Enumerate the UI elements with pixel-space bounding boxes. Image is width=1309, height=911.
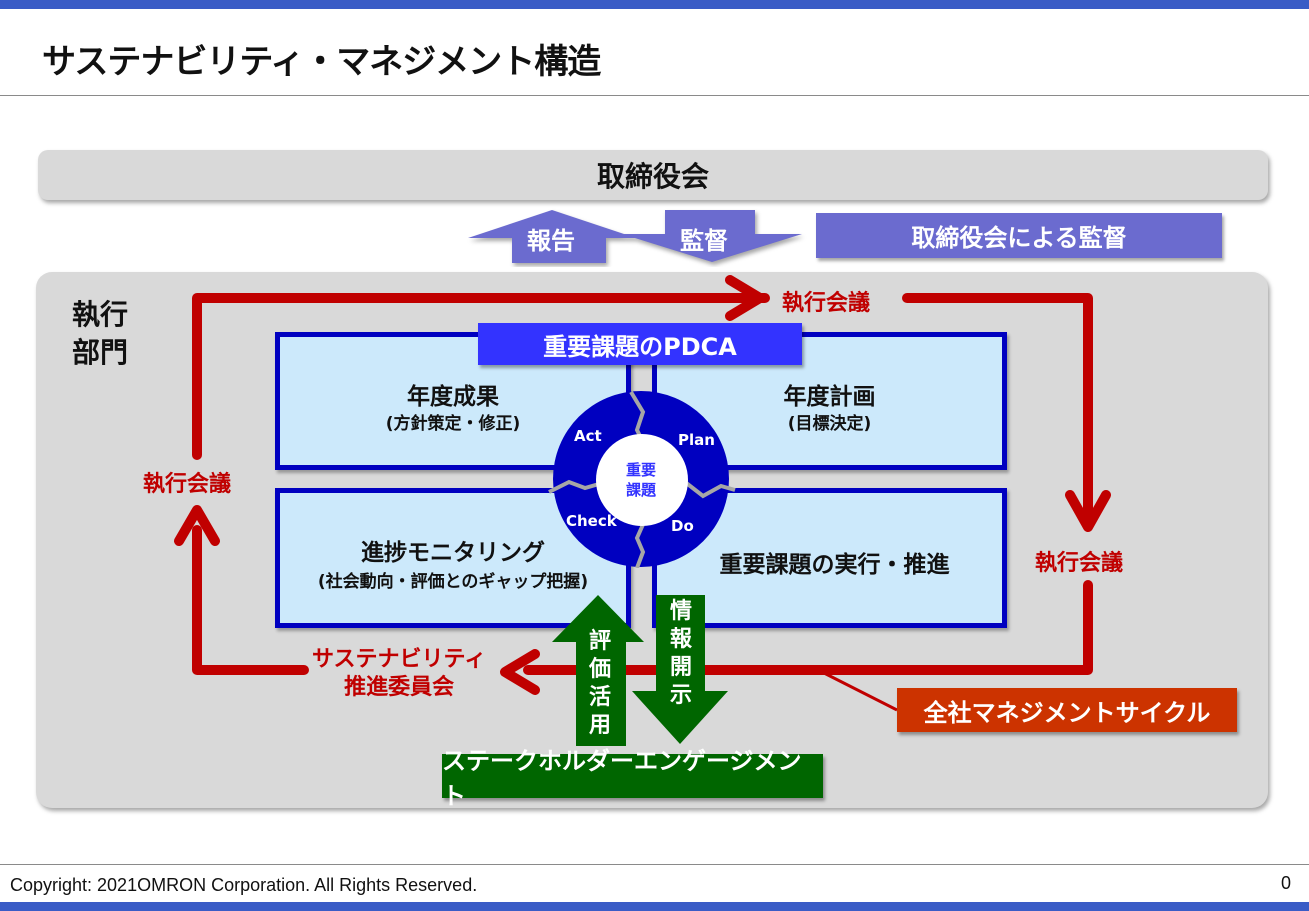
execution-label-line1: 執行: [72, 298, 129, 331]
cycle-line-top-right: [902, 293, 1093, 530]
eval-char-2: 価: [588, 657, 611, 682]
sustainability-committee-label: サステナビリティ 推進委員会: [312, 646, 486, 702]
cycle-line-bottom-right: [523, 580, 1093, 675]
wheel-do-label: Do: [671, 517, 694, 535]
evaluation-use-label: 評 価 活 用: [585, 628, 615, 740]
execution-division-label: 執行 部門: [72, 296, 142, 372]
report-label: 報告: [527, 227, 575, 255]
committee-line1: サステナビリティ: [312, 647, 487, 672]
check-title: 進捗モニタリング: [361, 540, 545, 566]
arrow-down-icon: [1065, 490, 1111, 532]
wheel-divider-left: [548, 479, 600, 494]
top-accent-bar: [0, 0, 1309, 9]
pdca-header-label: 重要課題のPDCA: [543, 332, 737, 361]
cycle-label-connector: [821, 670, 898, 712]
wheel-divider-right: [683, 480, 736, 499]
wheel-divider-bottom: [634, 519, 647, 568]
cycle-line-bottom-left: [192, 525, 309, 675]
stakeholder-engagement-box: ステークホルダーエンゲージメント: [442, 747, 823, 810]
arrow-right-icon: [725, 275, 765, 321]
report-up-arrow-icon: [468, 210, 636, 263]
footer-divider: [0, 864, 1309, 865]
exec-meeting-right-label: 執行会議: [1035, 551, 1124, 576]
page-number: 0: [1281, 873, 1292, 893]
supervise-down-arrow-icon: [622, 210, 802, 262]
exec-meeting-left-label: 執行会議: [143, 472, 232, 497]
committee-line2: 推進委員会: [344, 675, 455, 700]
supervise-label: 監督: [680, 227, 728, 255]
plan-subtitle: (目標決定): [787, 414, 872, 434]
do-title: 重要課題の実行・推進: [719, 552, 950, 578]
pdca-header: 重要課題のPDCA: [478, 323, 802, 365]
wheel-center-label: 重要 課題: [616, 460, 666, 500]
board-label: 取締役会: [596, 160, 709, 193]
disc-char-2: 報: [669, 627, 692, 652]
board-oversight-box: 取締役会による監督: [816, 213, 1222, 258]
disc-char-1: 情: [669, 599, 692, 624]
management-cycle-label: 全社マネジメントサイクル: [923, 698, 1211, 727]
page-title: サステナビリティ・マネジメント構造: [42, 42, 601, 82]
title-divider: [0, 95, 1309, 96]
evaluation-up-arrow-icon: [552, 595, 644, 746]
report-supervise-arrows: [468, 210, 802, 263]
exec-meeting-top-label: 執行会議: [782, 291, 871, 316]
center-line1: 重要: [625, 461, 656, 479]
pdca-wheel: [548, 390, 736, 568]
cycle-line-top-left: [192, 293, 770, 460]
bottom-accent-bar: [0, 902, 1309, 911]
disc-char-3: 開: [669, 655, 692, 680]
act-subtitle: (方針策定・修正): [385, 414, 521, 434]
execution-label-line2: 部門: [72, 336, 129, 369]
eval-char-3: 活: [588, 685, 611, 710]
stakeholder-engagement-label: ステークホルダーエンゲージメント: [442, 747, 802, 810]
copyright-text: Copyright: 2021OMRON Corporation. All Ri…: [10, 875, 478, 895]
management-cycle-box: 全社マネジメントサイクル: [897, 688, 1237, 732]
center-line2: 課題: [625, 481, 656, 499]
wheel-check-label: Check: [566, 512, 617, 530]
stakeholder-arrows: [552, 595, 728, 746]
board-of-directors-box: 取締役会: [38, 150, 1268, 200]
wheel-center-circle: [596, 434, 688, 526]
disc-char-4: 示: [669, 683, 692, 708]
wheel-plan-label: Plan: [678, 431, 715, 449]
plan-title: 年度計画: [783, 384, 876, 410]
eval-char-4: 用: [588, 713, 611, 738]
disclosure-down-arrow-icon: [632, 595, 728, 744]
arrow-up-icon: [174, 505, 220, 546]
disclosure-label: 情 報 開 示: [666, 598, 696, 710]
eval-char-1: 評: [588, 629, 611, 654]
wheel-act-label: Act: [574, 427, 602, 445]
arrow-left-icon: [500, 649, 540, 695]
act-title: 年度成果: [407, 384, 499, 410]
check-subtitle: (社会動向・評価とのギャップ把握): [317, 572, 589, 592]
board-oversight-label: 取締役会による監督: [911, 224, 1127, 252]
